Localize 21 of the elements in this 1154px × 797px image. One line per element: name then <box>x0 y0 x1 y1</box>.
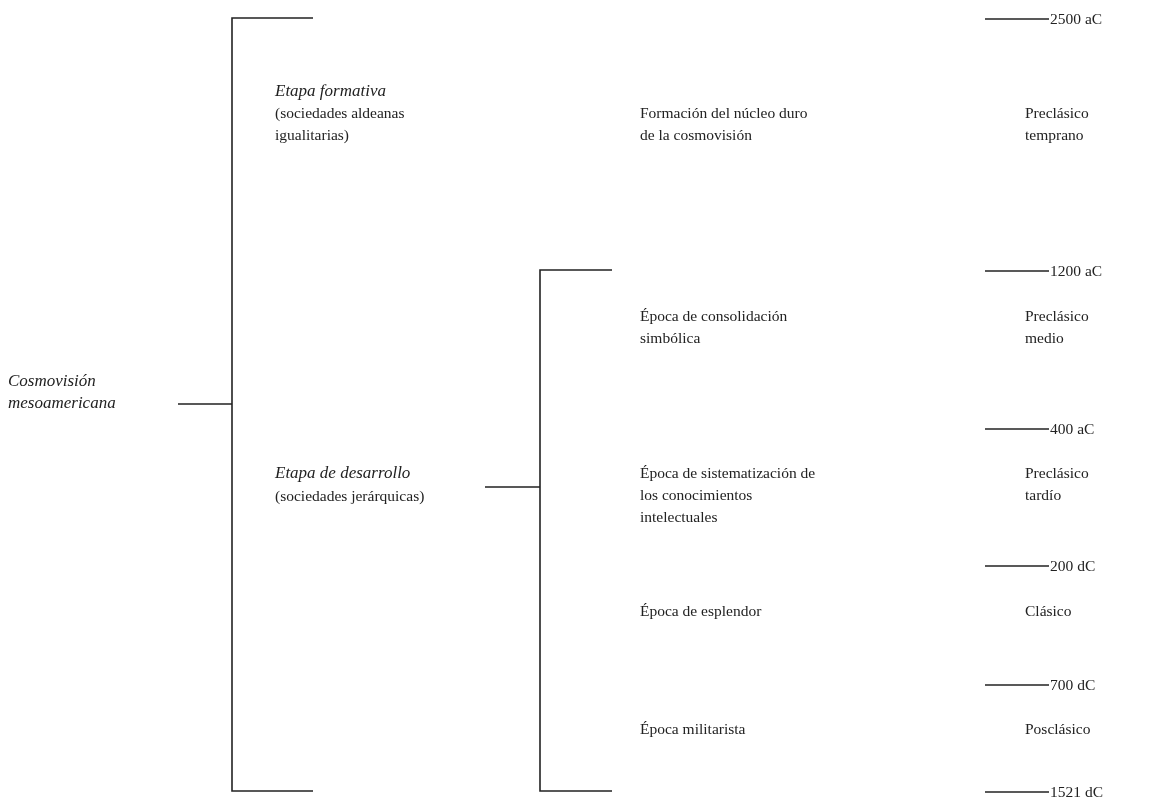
date-label: 2500 aC <box>1050 9 1103 29</box>
heading-text: Etapa de desarrollo <box>275 462 412 484</box>
description-text: Formación del núcleo duro de la cosmovisión <box>640 103 809 145</box>
date-label: 400 aC <box>1050 419 1095 439</box>
description-text: (sociedades jerárquicas) <box>275 486 426 506</box>
description-text: Preclásico medio <box>1025 306 1090 348</box>
date-label: 200 dC <box>1050 556 1096 576</box>
description-text: Preclásico temprano <box>1025 103 1090 145</box>
description-text: Preclásico tardío <box>1025 463 1090 505</box>
heading-text: Etapa formativa <box>275 80 387 102</box>
description-text: Época de consolidación simbólica <box>640 306 789 348</box>
description-text: Época de esplendor <box>640 601 763 621</box>
heading-text: Cosmovisión mesoamericana <box>8 370 117 414</box>
description-text: Época de sistematización de los conocimientos intelectuales <box>640 463 817 527</box>
description-text: Época militarista <box>640 719 747 739</box>
description-text: Posclásico <box>1025 719 1092 739</box>
date-label: 1200 aC <box>1050 261 1103 281</box>
description-text: (sociedades aldeanas igualitarias) <box>275 103 406 145</box>
description-text: Clásico <box>1025 601 1073 621</box>
date-label: 700 dC <box>1050 675 1096 695</box>
date-label: 1521 dC <box>1050 782 1103 797</box>
